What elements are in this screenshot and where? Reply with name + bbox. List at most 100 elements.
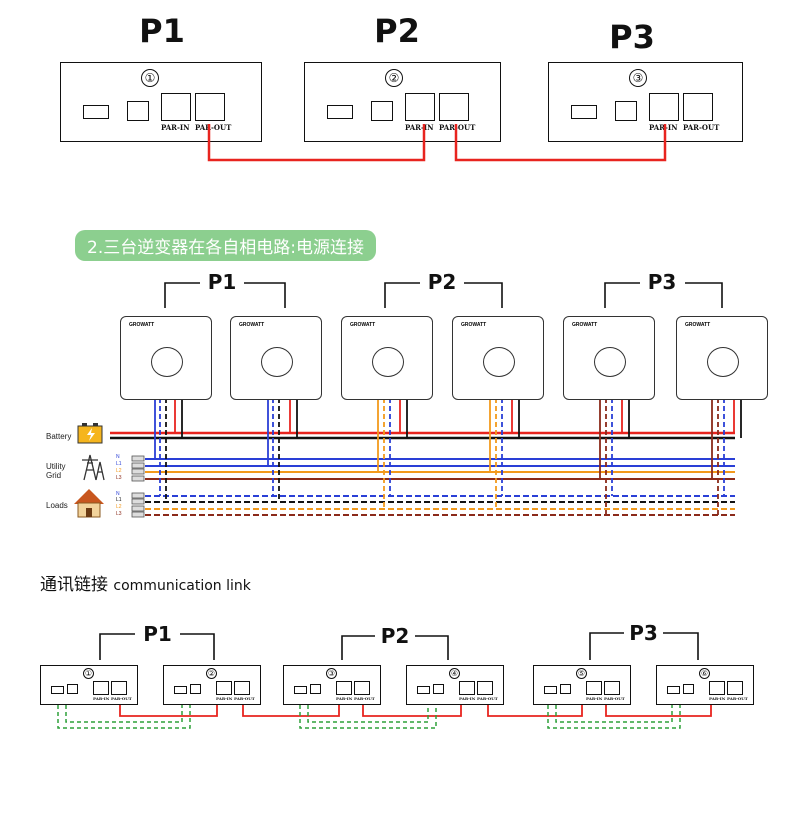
utility-label-line1: Utility xyxy=(46,462,66,471)
display-icon xyxy=(483,347,515,377)
display-icon xyxy=(594,347,626,377)
section-banner: 2.三台逆变器在各自相电路:电源连接 xyxy=(75,230,376,261)
parallel-cable-comm xyxy=(119,698,712,717)
bus-lines xyxy=(110,431,735,516)
dip-switch-icon xyxy=(433,684,444,694)
battery-label: Battery xyxy=(46,432,72,441)
terminal-block-icon xyxy=(571,105,597,119)
power-title-p3: P3 xyxy=(647,270,677,294)
port-in-label: PAR-IN xyxy=(405,123,434,132)
port-out-label: PAR-OUT xyxy=(477,696,498,701)
rj45-port-out-icon xyxy=(683,93,713,121)
port-in-label: PAR-IN xyxy=(709,696,726,701)
inverter-1: GROWATT xyxy=(120,316,212,400)
unit-number: ④ xyxy=(449,668,460,679)
unit-number: ② xyxy=(206,668,217,679)
house-icon xyxy=(74,489,104,518)
comm-unit-4: ④ PAR-IN PAR-OUT xyxy=(406,665,504,705)
comm-title-p1: P1 xyxy=(143,622,172,646)
brand-label: GROWATT xyxy=(129,322,155,328)
port-out-label: PAR-OUT xyxy=(195,123,232,132)
dip-switch-icon xyxy=(560,684,571,694)
port-out-label: PAR-OUT xyxy=(354,696,375,701)
inverter-6: GROWATT xyxy=(676,316,768,400)
terminal-block-icon xyxy=(83,105,109,119)
inverter-5: GROWATT xyxy=(563,316,655,400)
terminal-block-icon xyxy=(544,686,557,694)
group-brackets-comm xyxy=(99,632,699,660)
display-icon xyxy=(151,347,183,377)
port-in-label: PAR-IN xyxy=(586,696,603,701)
inverter-2: GROWATT xyxy=(230,316,322,400)
unit-number: ③ xyxy=(326,668,337,679)
phase-label-l2-load: L2 xyxy=(116,504,122,510)
port-out-label: PAR-OUT xyxy=(604,696,625,701)
dip-switch-icon xyxy=(127,101,149,121)
brand-label: GROWATT xyxy=(239,322,265,328)
rj45-port-in-icon xyxy=(459,681,475,695)
port-in-label: PAR-IN xyxy=(216,696,233,701)
terminal-block-icon xyxy=(51,686,64,694)
phase-label-l1: L1 xyxy=(116,461,122,467)
rj45-port-out-icon xyxy=(195,93,225,121)
rj45-port-out-icon xyxy=(727,681,743,695)
rj45-port-in-icon xyxy=(216,681,232,695)
phase-label-l3: L3 xyxy=(116,475,122,481)
top-unit-1: ① PAR-IN PAR-OUT xyxy=(60,62,262,142)
comm-unit-5: ⑤ PAR-IN PAR-OUT xyxy=(533,665,631,705)
top-unit-2: ② PAR-IN PAR-OUT xyxy=(304,62,501,142)
comm-section-title: 通讯链接 communication link xyxy=(40,570,251,595)
sync-link-comm xyxy=(57,698,681,729)
terminal-block-icon xyxy=(667,686,680,694)
top-title-p1: P1 xyxy=(139,12,185,50)
unit-number: ② xyxy=(385,69,403,87)
port-out-label: PAR-OUT xyxy=(683,123,720,132)
port-out-label: PAR-OUT xyxy=(234,696,255,701)
phase-connectors xyxy=(131,455,145,518)
display-icon xyxy=(261,347,293,377)
brand-label: GROWATT xyxy=(350,322,376,328)
rj45-port-in-icon xyxy=(336,681,352,695)
rj45-port-in-icon xyxy=(709,681,725,695)
brand-label: GROWATT xyxy=(685,322,711,328)
parallel-cable-top xyxy=(207,124,667,162)
phase-label-l2: L2 xyxy=(116,468,122,474)
phase-label-n-load: N xyxy=(116,491,120,497)
dip-switch-icon xyxy=(67,684,78,694)
rj45-port-out-icon xyxy=(439,93,469,121)
dip-switch-icon xyxy=(371,101,393,121)
dip-switch-icon xyxy=(683,684,694,694)
top-title-p3: P3 xyxy=(609,18,655,56)
unit-number: ⑤ xyxy=(576,668,587,679)
group-brackets-power xyxy=(164,282,723,308)
terminal-block-icon xyxy=(417,686,430,694)
unit-number: ① xyxy=(141,69,159,87)
terminal-block-icon xyxy=(327,105,353,119)
top-title-p2: P2 xyxy=(374,12,420,50)
power-title-p2: P2 xyxy=(427,270,457,294)
dip-switch-icon xyxy=(310,684,321,694)
comm-title-p3: P3 xyxy=(629,621,658,645)
comm-unit-6: ⑥ PAR-IN PAR-OUT xyxy=(656,665,754,705)
battery-icon xyxy=(77,423,103,444)
comm-unit-1: ① PAR-IN PAR-OUT xyxy=(40,665,138,705)
rj45-port-in-icon xyxy=(161,93,191,121)
dip-switch-icon xyxy=(615,101,637,121)
rj45-port-in-icon xyxy=(586,681,602,695)
port-in-label: PAR-IN xyxy=(161,123,190,132)
comm-title-p2: P2 xyxy=(380,624,410,648)
comm-unit-3: ③ PAR-IN PAR-OUT xyxy=(283,665,381,705)
port-in-label: PAR-IN xyxy=(459,696,476,701)
rj45-port-out-icon xyxy=(604,681,620,695)
terminal-block-icon xyxy=(174,686,187,694)
brand-label: GROWATT xyxy=(461,322,487,328)
display-icon xyxy=(372,347,404,377)
rj45-port-in-icon xyxy=(93,681,109,695)
comm-unit-2: ② PAR-IN PAR-OUT xyxy=(163,665,261,705)
unit-number: ③ xyxy=(629,69,647,87)
loads-label: Loads xyxy=(46,501,68,510)
top-unit-3: ③ PAR-IN PAR-OUT xyxy=(548,62,743,142)
comm-title-cn: 通讯链接 xyxy=(40,575,108,595)
rj45-port-in-icon xyxy=(405,93,435,121)
